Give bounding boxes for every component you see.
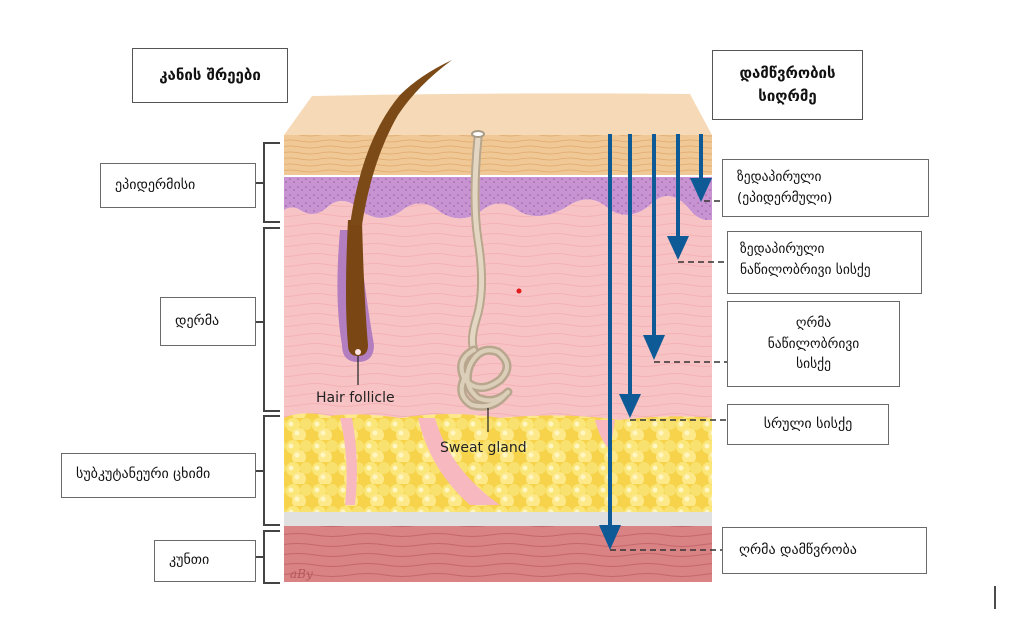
arrow-full-thickness: [619, 134, 641, 418]
depth-label-line: ზედაპირული: [740, 241, 825, 257]
layer-label-text: დერმა: [175, 312, 220, 329]
depth-label-line: სისქე: [796, 356, 831, 373]
layer-label-epidermis: ეპიდერმისი: [100, 163, 256, 208]
layer-label-muscle: კუნთი: [154, 540, 256, 582]
depth-label-full-thickness: სრული სისქე: [727, 404, 889, 445]
arrow-deep-partial: [643, 134, 665, 360]
bracket-muscle: [256, 530, 280, 584]
fascia-layer: [284, 512, 712, 526]
skin-surface: [284, 93, 712, 135]
depth-label-line: ღრმა დამწვრობა: [739, 541, 857, 558]
depth-label-superficial-partial: ზედაპირული ნაწილობრივი სისქე: [727, 231, 922, 294]
burn-depth-header-line1: დამწვრობის: [739, 63, 836, 82]
arrow-superficial: [690, 134, 712, 202]
red-marker-dot: [516, 288, 522, 294]
depth-label-line: სრული სისქე: [763, 415, 853, 432]
arrow-deep-burn: [599, 134, 621, 550]
layer-label-text: ეპიდერმისი: [115, 176, 196, 193]
depth-label-line: (ეპიდერმული): [737, 189, 833, 206]
bracket-epidermis: [256, 142, 280, 223]
depth-label-line: ნაწილობრივი სისქე: [740, 261, 871, 278]
arrow-superficial-partial: [667, 134, 689, 260]
hair-follicle-label: Hair follicle: [316, 390, 395, 406]
depth-label-superficial: ზედაპირული (ეპიდერმული): [722, 159, 929, 217]
bracket-dermis: [256, 227, 280, 412]
dermis-layer: [284, 196, 712, 420]
burn-depth-arrows: [599, 134, 712, 550]
layer-label-text: კუნთი: [169, 552, 210, 569]
layer-label-dermis: დერმა: [160, 297, 256, 346]
skin-layers-header: კანის შრეები: [132, 48, 288, 103]
depth-label-line: ნაწილობრივი: [767, 335, 860, 352]
layer-brackets: [256, 142, 280, 584]
sweat-gland-label: Sweat gland: [440, 440, 527, 456]
muscle-layer: [284, 526, 712, 582]
depth-label-line: ზედაპირული: [737, 169, 822, 185]
hair-shaft: [350, 60, 452, 225]
epidermis-layer: [284, 177, 712, 221]
depth-label-deep-burn: ღრმა დამწვრობა: [722, 527, 927, 574]
sweat-gland: [457, 130, 513, 432]
layer-label-text: სუბკუტანეური ცხიმი: [76, 466, 211, 482]
burn-depth-header-line2: სიღრმე: [758, 87, 817, 105]
depth-label-deep-partial: ღრმა ნაწილობრივი სისქე: [727, 301, 900, 387]
hair-follicle: [337, 60, 452, 385]
artist-signature: aBy: [290, 567, 313, 581]
skin-layers-header-text: კანის შრეები: [159, 65, 261, 84]
depth-label-line: ღრმა: [795, 314, 832, 331]
leader-lines: [610, 200, 727, 551]
burn-depth-header: დამწვრობის სიღრმე: [712, 50, 863, 120]
stratum-corneum-layer: [284, 135, 712, 176]
layer-label-subcutaneous-fat: სუბკუტანეური ცხიმი: [61, 453, 256, 498]
bracket-subcutaneous: [256, 415, 280, 526]
